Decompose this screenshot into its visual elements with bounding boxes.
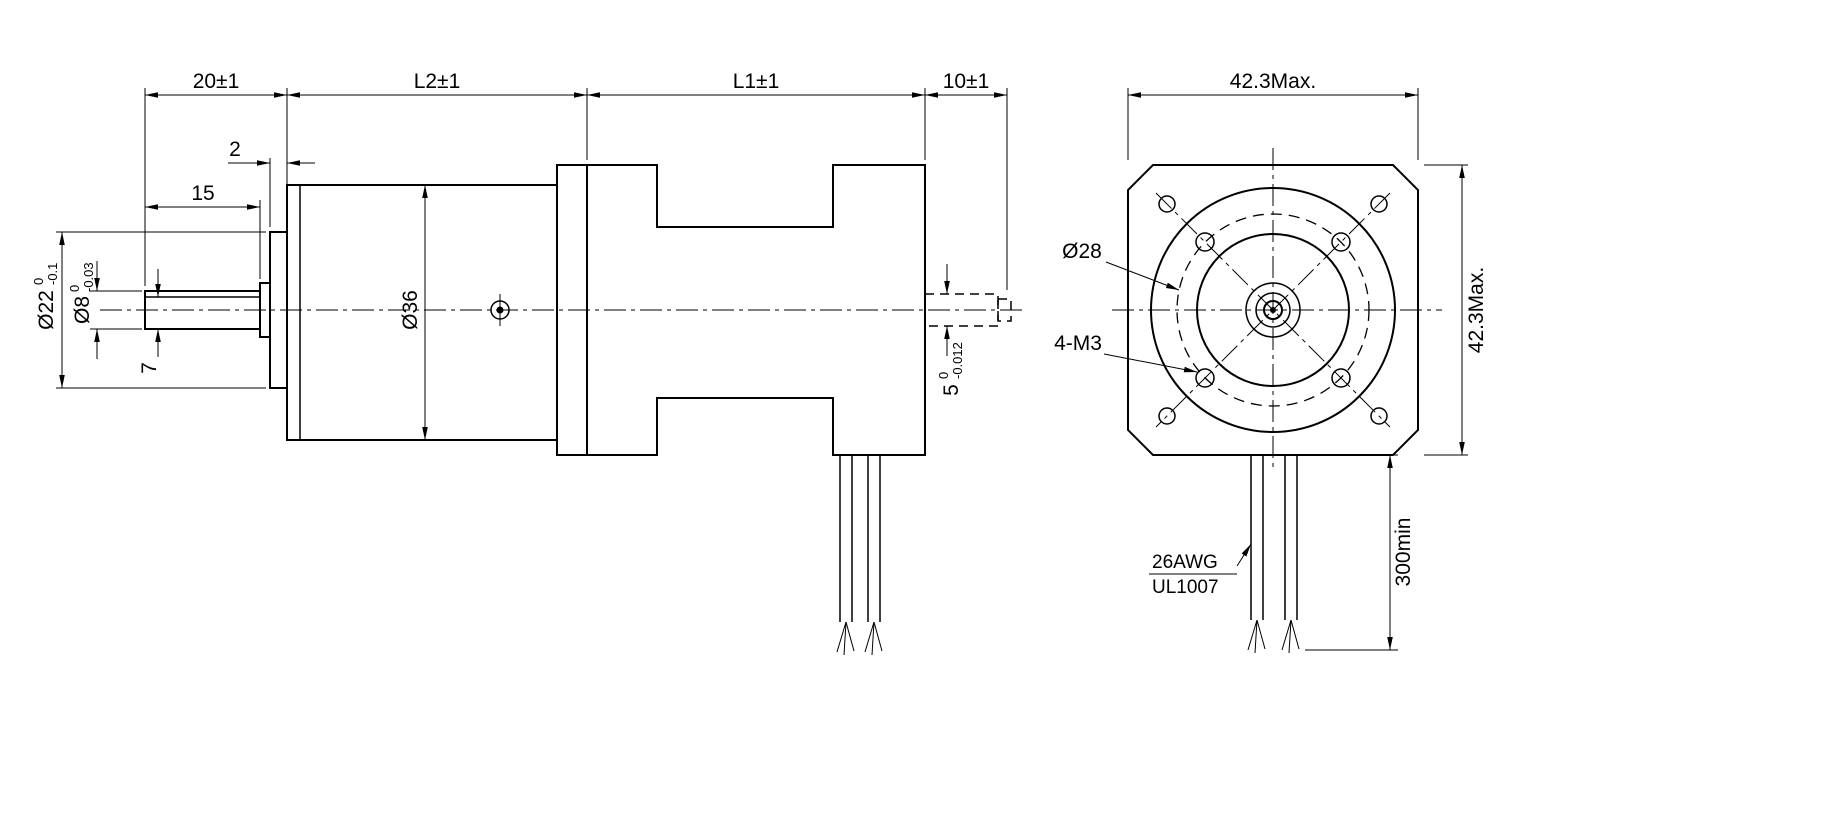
rear-shaft-diameter-tol-upper: 0 [936, 372, 951, 379]
shaft-diameter-value: Ø8 [71, 296, 94, 324]
label-pilot-boss-length: 2 [229, 138, 241, 161]
front-view: 42.3Max. 42.3Max. Ø28 4-M3 300m [1054, 70, 1488, 654]
label-rear-shaft-diameter: 5 0 -0.012 [936, 342, 965, 396]
dim-rear-shaft-diameter: 5 0 -0.012 [936, 264, 965, 396]
rear-shaft-diameter-tol-lower: -0.012 [950, 342, 965, 379]
center-mark [490, 294, 510, 326]
label-bolt-circle: Ø28 [1062, 240, 1102, 263]
lead-wire-length-value: 300min [1392, 518, 1415, 587]
corner-mounting-hole [1370, 195, 1388, 213]
pilot-diameter-value: Ø22 [35, 290, 58, 330]
label-front-length: 20±1 [193, 70, 240, 93]
label-rear-length: 10±1 [943, 70, 990, 93]
gearbox-body [286, 184, 558, 441]
label-face-width: 42.3Max. [1230, 70, 1316, 93]
label-shaft-diameter: Ø8 0 -0.03 [67, 262, 96, 324]
dim-pilot-boss-length: 2 [228, 138, 315, 227]
pilot-diameter-tol-lower: -0.1 [45, 263, 60, 285]
label-wire-standard: UL1007 [1152, 577, 1219, 598]
pilot-diameter-tol-upper: 0 [31, 278, 46, 285]
dim-shaft-diameter: Ø8 0 -0.03 [67, 261, 142, 359]
dim-face-width: 42.3Max. [1127, 70, 1419, 160]
corner-mounting-hole [1158, 195, 1176, 213]
label-motor-length: L1±1 [733, 70, 780, 93]
shaft-diameter-tol-upper: 0 [67, 285, 82, 292]
label-gearbox-length: L2±1 [414, 70, 461, 93]
callout-bolt-circle: Ø28 [1062, 240, 1180, 291]
dim-face-height: 42.3Max. [1424, 164, 1488, 456]
leader-line [1105, 261, 1180, 291]
label-gearbox-diameter: Ø36 [399, 290, 422, 330]
motor-body [586, 164, 926, 456]
label-face-height: 42.3Max. [1465, 267, 1488, 353]
face-height-value: 42.3Max. [1465, 267, 1488, 353]
side-view-part-outline [100, 164, 1025, 656]
dim-shaft-length: 15 [145, 182, 261, 279]
dim-gearbox-diameter: Ø36 [399, 185, 428, 440]
label-shaft-length: 15 [191, 182, 214, 205]
m3-tapped-hole [1195, 368, 1215, 388]
dim-lead-wire-length: 300min [1305, 454, 1415, 651]
shaft-diameter-tol-lower: -0.03 [81, 262, 96, 292]
callout-mounting-holes: 4-M3 [1054, 332, 1198, 373]
corner-mounting-hole [1370, 407, 1388, 425]
leader-line [1103, 353, 1198, 373]
dim-shaft-flat: 7 [138, 269, 161, 374]
corner-mounting-hole [1158, 407, 1176, 425]
side-view: 20±1 L2±1 L1±1 10±1 15 2 Ø22 0 -0.1 [31, 70, 1025, 656]
rear-shaft-hidden [924, 293, 999, 327]
label-shaft-flat: 7 [138, 362, 161, 374]
label-lead-wire-length: 300min [1392, 518, 1415, 587]
dim-chain-top: 20±1 L2±1 L1±1 10±1 [144, 70, 1008, 290]
rear-shaft-diameter-value: 5 [940, 384, 963, 396]
lead-wires-front [1247, 455, 1300, 654]
m3-tapped-hole [1195, 232, 1215, 252]
leader-line [1236, 543, 1252, 567]
m3-tapped-hole [1331, 232, 1351, 252]
label-pilot-diameter: Ø22 0 -0.1 [31, 263, 60, 330]
rear-shaft-tip-hidden [997, 298, 1012, 322]
m3-tapped-hole [1331, 368, 1351, 388]
gearbox-diameter-value: Ø36 [399, 290, 422, 330]
label-mounting-holes: 4-M3 [1054, 332, 1102, 355]
callout-wire-spec: 26AWG UL1007 [1149, 543, 1252, 598]
label-wire-gauge: 26AWG [1152, 552, 1218, 573]
lead-wires-side [836, 455, 883, 656]
dim-pilot-diameter: Ø22 0 -0.1 [31, 231, 266, 389]
shaft-flat-value: 7 [138, 362, 161, 374]
